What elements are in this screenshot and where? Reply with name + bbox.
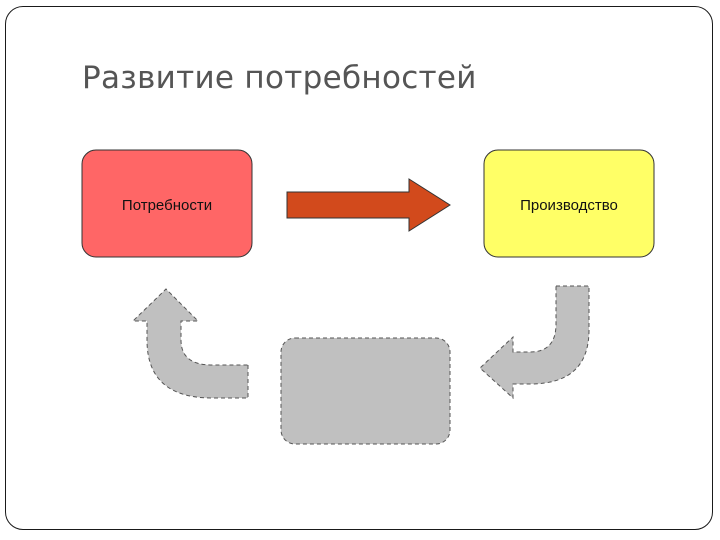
slide-title: Развитие потребностей: [82, 60, 477, 96]
return-arrow-right: [479, 285, 590, 400]
node-production-box: [483, 149, 655, 258]
node-needs: Потребности: [81, 149, 253, 258]
node-needs-box: [81, 149, 253, 258]
return-arrow-left: [131, 288, 249, 399]
forward-arrow: [286, 178, 451, 232]
node-production: Производство: [483, 149, 655, 258]
node-needs-label: Потребности: [122, 197, 212, 214]
node-production-label: Производство: [520, 197, 618, 214]
node-hidden-box: [280, 337, 451, 445]
